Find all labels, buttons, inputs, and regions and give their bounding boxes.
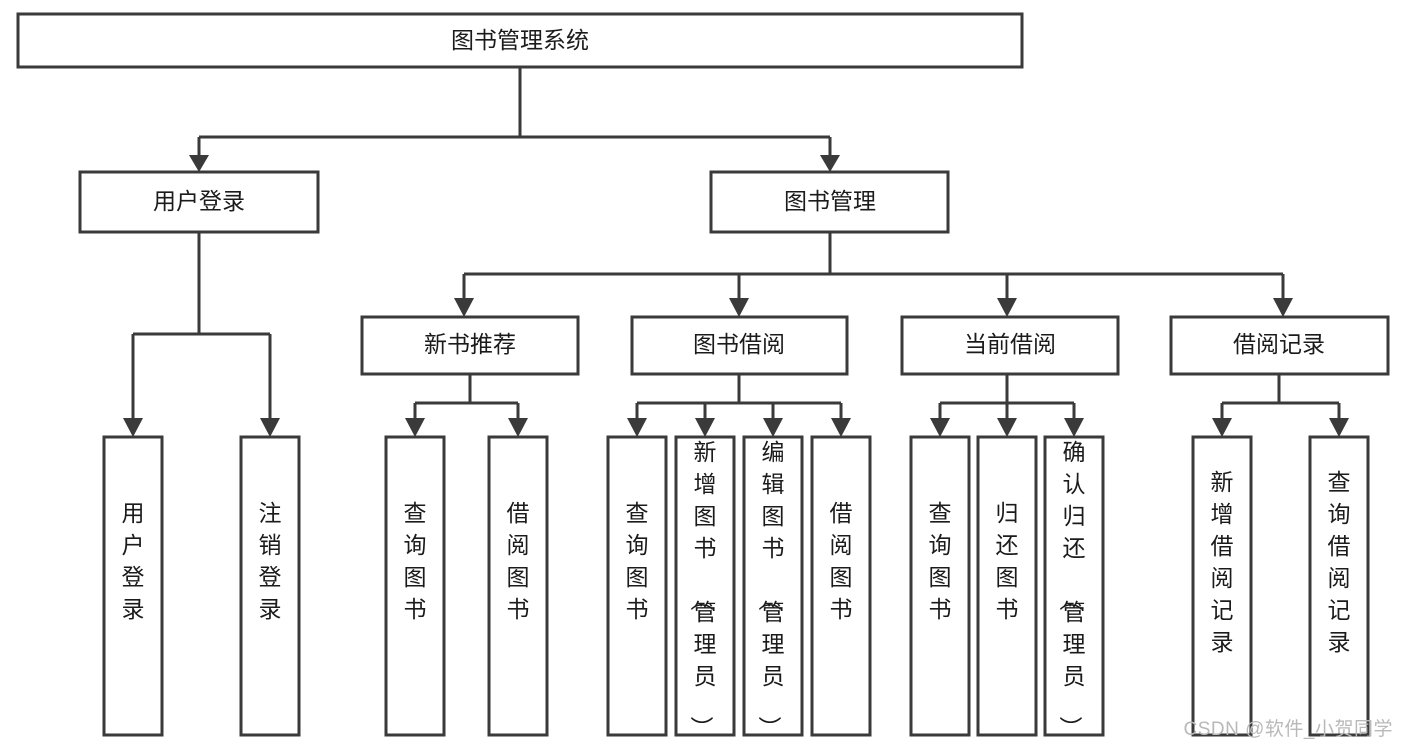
node-book-borrow[interactable]: 图书借阅: [630, 315, 849, 376]
node-book-management[interactable]: 图书管理: [709, 170, 950, 234]
node-borrow-record-label: 借阅记录: [1233, 331, 1325, 357]
leaf-edit-book-box[interactable]: [742, 435, 804, 737]
leaf-query-book-3-box[interactable]: [909, 435, 971, 737]
node-book-borrow-label: 图书借阅: [693, 331, 785, 357]
leaf-add-record-label: 新增借阅记录: [1211, 469, 1234, 655]
leaf-query-record[interactable]: 查询借阅记录: [1308, 435, 1370, 737]
arrowhead-leaf-add-book: [695, 418, 715, 437]
leaf-borrow-book-2-label: 借阅图书: [830, 500, 853, 622]
leaf-user-login[interactable]: 用户登录: [102, 435, 164, 737]
node-book-management-box[interactable]: [709, 170, 950, 234]
node-new-book-recommend-box[interactable]: [360, 315, 580, 376]
node-user-login-box[interactable]: [78, 170, 320, 234]
leaf-borrow-book-2[interactable]: 借阅图书: [810, 435, 872, 737]
arrowhead-leaf-return-book: [997, 418, 1017, 437]
leaf-add-book-label: 新增图书（管理员）: [689, 439, 717, 739]
arrowhead-leaf-add-record: [1212, 418, 1232, 437]
arrowhead-leaf-query-book-2: [627, 418, 647, 437]
node-borrow-record[interactable]: 借阅记录: [1169, 315, 1390, 376]
leaf-query-record-label: 查询借阅记录: [1328, 469, 1351, 655]
node-current-borrow-box[interactable]: [900, 315, 1120, 376]
leaf-return-book-label: 归还图书: [996, 500, 1019, 622]
leaf-query-book-1[interactable]: 查询图书: [384, 435, 446, 737]
node-new-book-recommend-label: 新书推荐: [424, 331, 516, 357]
arrowhead-leaf-query-book-3: [930, 418, 950, 437]
leaf-borrow-book-1[interactable]: 借阅图书: [487, 435, 549, 737]
leaf-query-book-2[interactable]: 查询图书: [606, 435, 668, 737]
arrowhead-book-borrow: [729, 298, 749, 317]
arrowhead-new-book-recommend: [454, 298, 474, 317]
arrowhead-leaf-user-login: [123, 418, 143, 437]
leaf-add-book[interactable]: 新增图书（管理员）: [674, 435, 736, 739]
node-user-login[interactable]: 用户登录: [78, 170, 320, 234]
node-user-login-label: 用户登录: [153, 188, 245, 214]
leaf-add-book-box[interactable]: [674, 435, 736, 737]
connector-layer: [123, 67, 1349, 437]
leaf-user-login-label: 用户登录: [122, 500, 145, 622]
arrowhead-user-login: [189, 155, 209, 172]
leaf-query-record-box[interactable]: [1308, 435, 1370, 737]
leaf-add-record[interactable]: 新增借阅记录: [1191, 435, 1253, 737]
leaf-borrow-book-2-box[interactable]: [810, 435, 872, 737]
arrowhead-leaf-query-record: [1329, 418, 1349, 437]
arrowhead-leaf-confirm-return: [1064, 418, 1084, 437]
leaf-return-book[interactable]: 归还图书: [976, 435, 1038, 737]
leaf-return-book-box[interactable]: [976, 435, 1038, 737]
leaf-user-login-box[interactable]: [102, 435, 164, 737]
node-root-label: 图书管理系统: [451, 27, 589, 53]
arrowhead-leaf-borrow-book-1: [508, 418, 528, 437]
leaf-query-book-3[interactable]: 查询图书: [909, 435, 971, 737]
leaf-add-record-box[interactable]: [1191, 435, 1253, 737]
leaf-user-logout-box[interactable]: [239, 435, 301, 737]
arrowhead-borrow-record: [1273, 298, 1293, 317]
leaf-query-book-1-box[interactable]: [384, 435, 446, 737]
node-book-borrow-box[interactable]: [630, 315, 849, 376]
node-current-borrow-label: 当前借阅: [964, 331, 1056, 357]
leaf-edit-book[interactable]: 编辑图书（管理员）: [742, 435, 804, 739]
node-current-borrow[interactable]: 当前借阅: [900, 315, 1120, 376]
leaf-query-book-2-box[interactable]: [606, 435, 668, 737]
leaf-query-book-2-label: 查询图书: [626, 500, 649, 622]
arrowhead-leaf-query-book-1: [405, 418, 425, 437]
leaf-borrow-book-1-label: 借阅图书: [507, 500, 530, 622]
node-new-book-recommend[interactable]: 新书推荐: [360, 315, 580, 376]
node-root[interactable]: 图书管理系统: [16, 12, 1024, 69]
node-book-management-label: 图书管理: [784, 188, 876, 214]
leaf-borrow-book-1-box[interactable]: [487, 435, 549, 737]
leaf-query-book-3-label: 查询图书: [929, 500, 952, 622]
leaf-edit-book-label: 编辑图书（管理员）: [757, 439, 785, 739]
node-root-box[interactable]: [16, 12, 1024, 69]
leaf-user-logout[interactable]: 注销登录: [239, 435, 301, 737]
arrowhead-book-management: [820, 155, 840, 172]
arrowhead-leaf-edit-book: [763, 418, 783, 437]
node-borrow-record-box[interactable]: [1169, 315, 1390, 376]
leaf-confirm-return-label: 确认归还（管理员）: [1058, 439, 1086, 739]
leaf-query-book-1-label: 查询图书: [404, 500, 427, 622]
leaf-confirm-return[interactable]: 确认归还（管理员）: [1043, 435, 1105, 739]
leaf-confirm-return-box[interactable]: [1043, 435, 1105, 737]
arrowhead-current-borrow: [997, 298, 1017, 317]
arrowhead-leaf-user-logout: [260, 418, 280, 437]
arrowhead-leaf-borrow-book-2: [831, 418, 851, 437]
leaf-user-logout-label: 注销登录: [259, 500, 282, 622]
